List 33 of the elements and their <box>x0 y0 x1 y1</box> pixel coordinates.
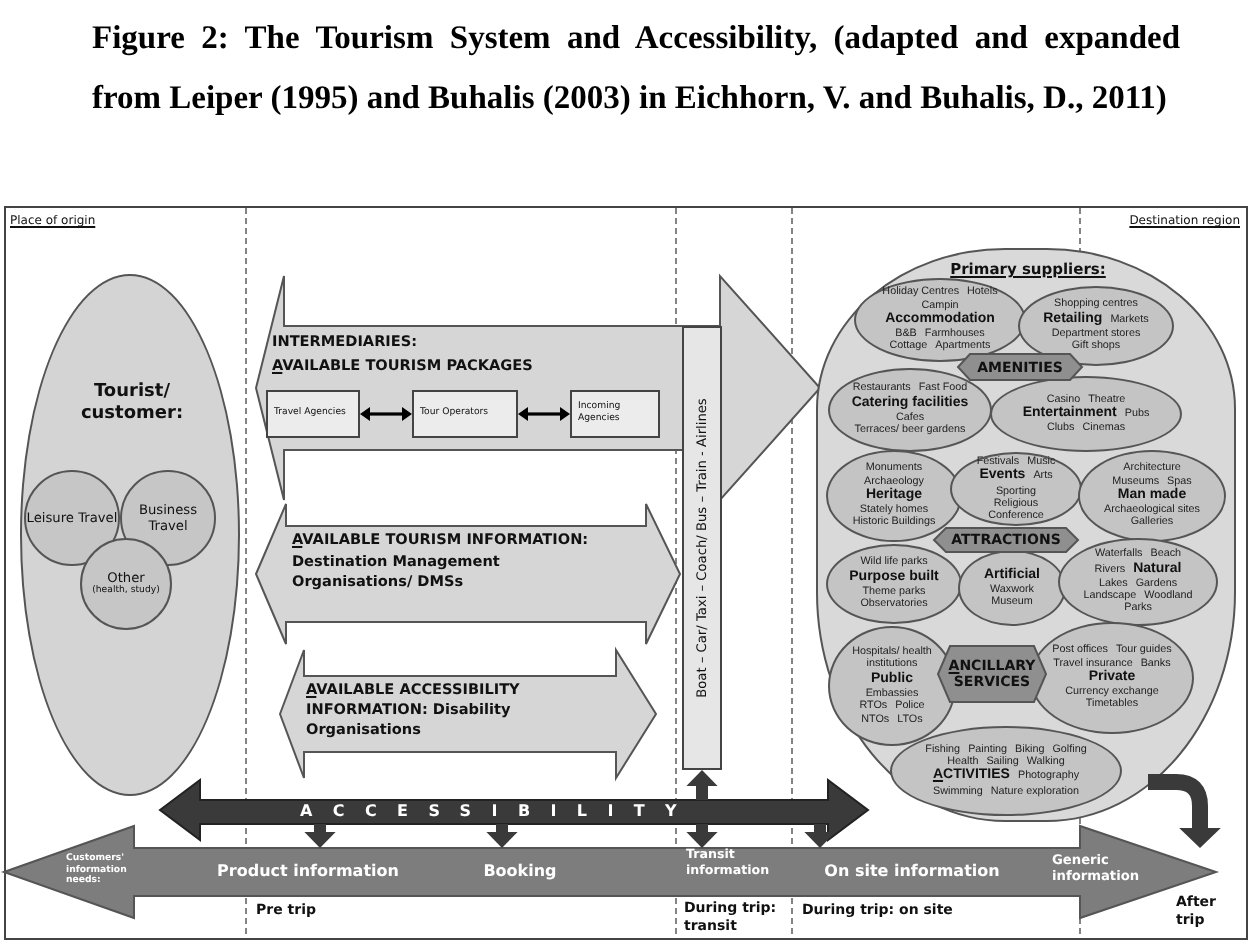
customer-heading: Tourist/ customer: <box>78 382 186 426</box>
segment-circle <box>120 470 216 566</box>
category-ellipse <box>950 452 1082 526</box>
agency-box <box>412 390 518 438</box>
category-ellipse <box>958 550 1066 626</box>
arrow <box>304 824 336 848</box>
agency-box <box>266 390 360 438</box>
stage-label: On site information <box>822 860 1002 882</box>
stage-label: Product information <box>215 860 401 882</box>
arrow <box>486 824 518 848</box>
category-ellipse <box>990 376 1182 452</box>
accessibility-banner <box>160 780 868 840</box>
arrow <box>804 824 836 848</box>
agency-box <box>570 390 660 438</box>
arrow <box>686 770 718 800</box>
group-shape <box>938 646 1046 702</box>
segment-circle <box>80 538 172 630</box>
accessibility-label: ACCESSIBILITY <box>300 800 700 824</box>
group-shape <box>958 354 1082 380</box>
arrow <box>1148 774 1221 848</box>
category-ellipse <box>826 544 962 624</box>
arrow <box>686 824 718 848</box>
transport-bar <box>682 326 722 770</box>
category-ellipse <box>890 726 1122 816</box>
segment-circle <box>24 470 120 566</box>
stage-label: Booking <box>481 860 559 882</box>
category-ellipse <box>1078 450 1226 542</box>
double-arrow-band <box>280 650 656 778</box>
category-ellipse <box>1058 538 1218 626</box>
arrow <box>360 407 412 421</box>
arrow <box>518 407 570 421</box>
figure-title: Figure 2: The Tourism System and Accessibility, (adapted and expanded from Leiper (1995) and Buhalis (2003) in Eichhorn, V. and Buhalis, D., 2011) <box>92 16 1180 120</box>
double-arrow-band <box>256 504 680 644</box>
